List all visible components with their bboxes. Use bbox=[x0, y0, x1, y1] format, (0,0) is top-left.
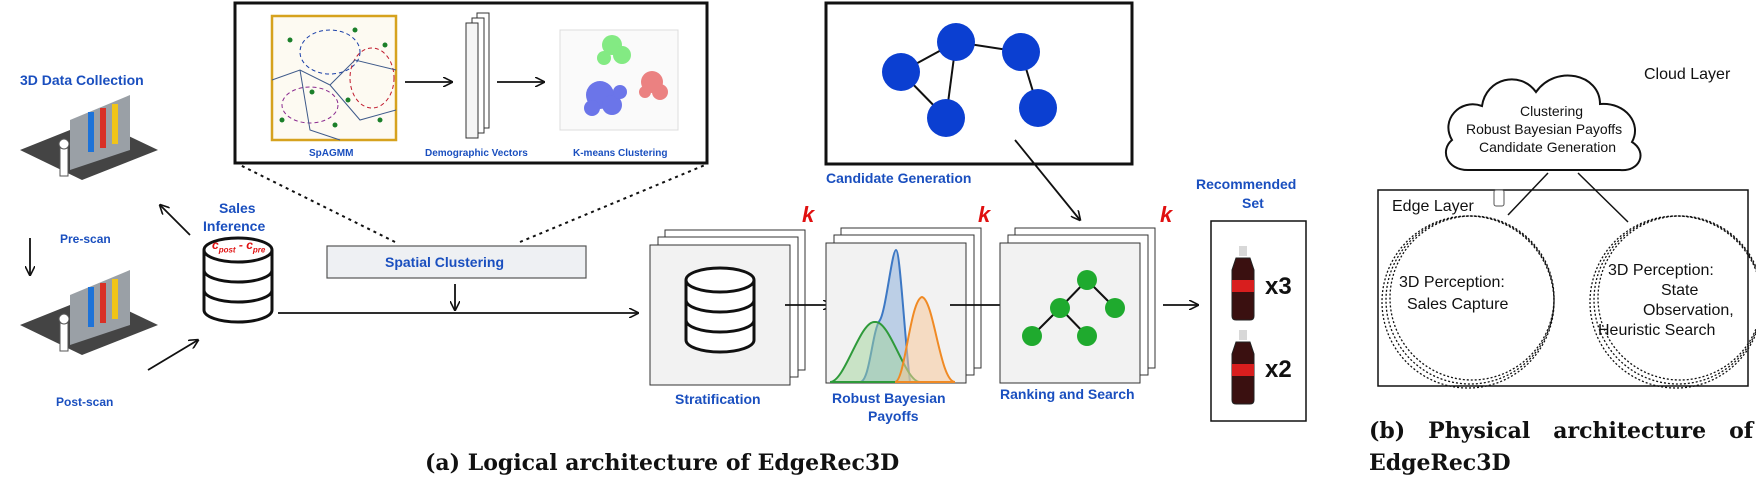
edge-layer-box bbox=[1377, 189, 1749, 387]
cloud-shape bbox=[1444, 74, 1642, 172]
sales-inference-label-1: Sales bbox=[219, 200, 256, 216]
arrow-db-to-prescan bbox=[160, 205, 191, 236]
k-label-stratification: k bbox=[802, 202, 815, 227]
right-circle-line-4: Heuristic Search bbox=[1598, 322, 1716, 339]
recommended-set-box bbox=[1210, 220, 1307, 422]
kmeans-scatter-image bbox=[559, 29, 679, 131]
store-pre-scan-illustration bbox=[20, 95, 158, 180]
data-collection-title: 3D Data Collection bbox=[20, 72, 144, 88]
edge-node-right bbox=[1589, 215, 1756, 389]
link-cloud-edge-left bbox=[1507, 172, 1549, 216]
right-circle-line-1: 3D Perception: bbox=[1608, 262, 1714, 279]
database-icon bbox=[202, 236, 274, 324]
recommended-label-2: Set bbox=[1242, 195, 1264, 211]
robust-payoffs-label-2: Payoffs bbox=[868, 408, 919, 424]
spatial-clustering-box bbox=[326, 245, 587, 279]
cloud-layer-label: Cloud Layer bbox=[1644, 66, 1731, 83]
left-circle-line-1: 3D Perception: bbox=[1399, 274, 1505, 291]
spatial-clustering-label: Spatial Clustering bbox=[385, 254, 505, 270]
pre-scan-label: Pre-scan bbox=[60, 232, 111, 246]
cola-bottle-icon-1 bbox=[1231, 246, 1255, 321]
spagmm-map-image bbox=[270, 14, 398, 142]
quantity-label-1: x3 bbox=[1265, 273, 1292, 300]
caption-logical: (a) Logical architecture of EdgeRec3D bbox=[425, 450, 900, 476]
dotted-connector-right bbox=[519, 164, 706, 243]
robust-payoffs-label-1: Robust Bayesian bbox=[832, 390, 946, 406]
post-scan-label: Post-scan bbox=[56, 395, 114, 409]
sales-inference-label-2: Inference bbox=[203, 218, 266, 234]
dotted-connector-left bbox=[239, 164, 396, 243]
quantity-label-2: x2 bbox=[1265, 356, 1292, 383]
k-label-ranking: k bbox=[1160, 202, 1173, 227]
store-post-scan-illustration bbox=[20, 270, 158, 355]
cloud-line-3: Candidate Generation bbox=[1479, 139, 1616, 155]
k-label-payoffs: k bbox=[978, 202, 991, 227]
edge-layer-label: Edge Layer bbox=[1392, 198, 1474, 215]
left-circle-line-2: Sales Capture bbox=[1407, 296, 1509, 313]
demographic-vectors-stack bbox=[465, 12, 490, 139]
right-circle-line-3: Observation, bbox=[1643, 302, 1734, 319]
stratification-label: Stratification bbox=[675, 391, 761, 407]
ranking-search-label: Ranking and Search bbox=[1000, 386, 1135, 402]
cola-bottle-icon-2 bbox=[1231, 330, 1255, 405]
stratification-panel bbox=[649, 229, 806, 386]
arrow-postscan-to-db bbox=[147, 340, 198, 371]
sales-formula: cpost - cpre bbox=[212, 238, 266, 255]
device-icon bbox=[1493, 189, 1505, 207]
candidate-graph bbox=[882, 23, 1057, 137]
right-circle-line-2: State bbox=[1661, 282, 1699, 299]
kmeans-label: K-means Clustering bbox=[573, 148, 668, 159]
candidate-generation-label: Candidate Generation bbox=[826, 170, 972, 186]
caption-physical-line2: EdgeRec3D bbox=[1369, 450, 1511, 476]
recommended-label-1: Recommended bbox=[1196, 176, 1297, 192]
arrow-candidate-to-ranking bbox=[1014, 139, 1080, 220]
caption-physical-line1: (b) Physical architecture of bbox=[1369, 418, 1754, 444]
demographic-vectors-label: Demographic Vectors bbox=[425, 148, 528, 159]
cloud-line-1: Clustering bbox=[1520, 103, 1584, 119]
spagmm-label: SpAGMM bbox=[309, 148, 354, 159]
link-cloud-edge-right bbox=[1577, 172, 1629, 223]
cloud-line-2: Robust Bayesian Payoffs bbox=[1466, 121, 1623, 137]
edge-node-left bbox=[1381, 215, 1555, 389]
payoffs-panel bbox=[825, 227, 982, 384]
candidate-graph-box bbox=[824, 1, 1134, 166]
ranking-panel bbox=[999, 227, 1156, 384]
